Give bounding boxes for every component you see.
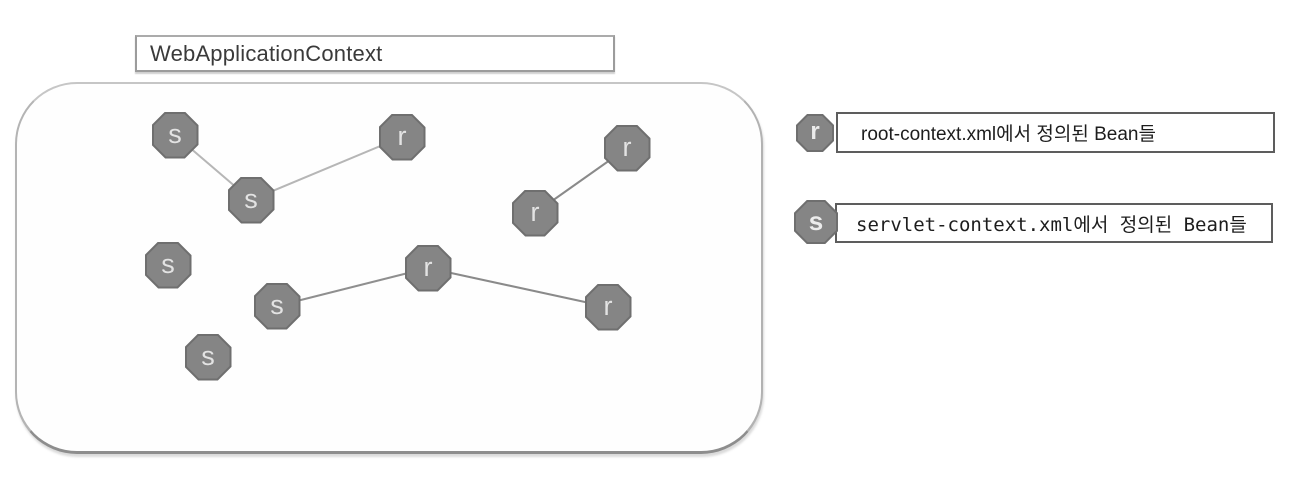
bean-node-label: s — [186, 335, 230, 379]
bean-node-root: r — [511, 189, 559, 237]
bean-node-label: s — [255, 284, 299, 328]
bean-node-servlet: s — [151, 111, 199, 159]
legend-servlet-box: servlet-context.xml에서 정의된 Bean들 — [835, 203, 1273, 243]
legend-root-symbol: r — [798, 116, 832, 150]
bean-node-label: r — [380, 115, 424, 159]
bean-node-label: r — [586, 285, 630, 329]
bean-node-label: s — [229, 178, 273, 222]
bean-node-label: s — [146, 243, 190, 287]
bean-node-servlet: s — [144, 241, 192, 289]
bean-node-label: r — [605, 126, 649, 170]
bean-node-label: r — [406, 246, 450, 290]
bean-node-servlet: s — [227, 176, 275, 224]
bean-node-root: r — [378, 113, 426, 161]
legend-servlet-octagon-icon: s — [794, 200, 838, 244]
bean-node-root: r — [603, 124, 651, 172]
legend-servlet-symbol: s — [796, 202, 836, 242]
bean-node-root: r — [404, 244, 452, 292]
bean-node-servlet: s — [184, 333, 232, 381]
bean-node-label: r — [513, 191, 557, 235]
bean-node-servlet: s — [253, 282, 301, 330]
bean-node-label: s — [153, 113, 197, 157]
legend-root-label: root-context.xml에서 정의된 Bean들 — [861, 124, 1156, 145]
title-box: WebApplicationContext — [135, 35, 615, 72]
bean-node-root: r — [584, 283, 632, 331]
page-title: WebApplicationContext — [150, 40, 383, 66]
legend-root-octagon-icon: r — [796, 114, 834, 152]
legend-servlet-label: servlet-context.xml에서 정의된 Bean들 — [856, 213, 1247, 236]
legend-root-box: root-context.xml에서 정의된 Bean들 — [836, 112, 1275, 153]
